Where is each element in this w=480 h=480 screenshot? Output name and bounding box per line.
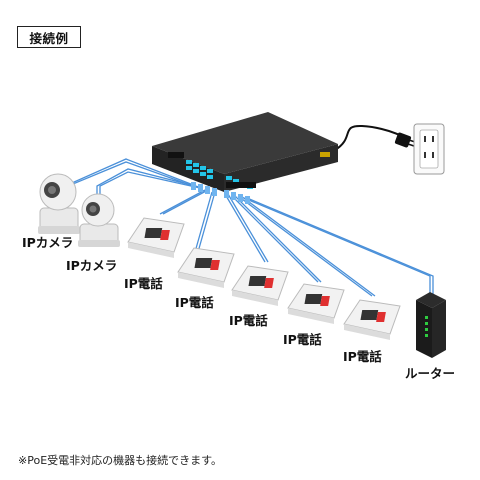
camera1-label: IPカメラ: [22, 235, 74, 250]
cable-phone3: [224, 193, 266, 263]
router-label: ルーター: [405, 366, 456, 381]
ip-phone-4: [287, 283, 345, 324]
switching-hub: [152, 112, 338, 192]
network-cables: [64, 158, 434, 298]
cable-plugs: [191, 182, 250, 204]
phone3-label: IP電話: [229, 313, 268, 328]
cable-phone4: [231, 195, 319, 283]
phone4-label: IP電話: [283, 332, 322, 347]
cable-phone5: [237, 195, 373, 297]
ip-phone-5: [343, 299, 401, 340]
phone1-label: IP電話: [124, 276, 163, 291]
diagram-title: 接続例: [17, 26, 81, 48]
ip-phone-3: [231, 265, 289, 306]
cable-phone2: [194, 191, 213, 253]
footnote: ※PoE受電非対応の機器も接続できます。: [18, 454, 223, 467]
phone2-label: IP電話: [175, 295, 214, 310]
phone5-label: IP電話: [343, 349, 382, 364]
ip-camera-1: [38, 173, 80, 234]
ip-phone-2: [177, 247, 235, 288]
camera2-label: IPカメラ: [66, 258, 118, 273]
power-cable: [334, 124, 419, 151]
wall-outlet: [413, 123, 445, 175]
ip-camera-2: [78, 193, 120, 247]
cable-phone1: [159, 189, 206, 215]
ip-phone-1: [127, 217, 185, 258]
cable-router: [243, 197, 431, 298]
router: [416, 292, 446, 358]
cable-camera2: [99, 171, 201, 198]
